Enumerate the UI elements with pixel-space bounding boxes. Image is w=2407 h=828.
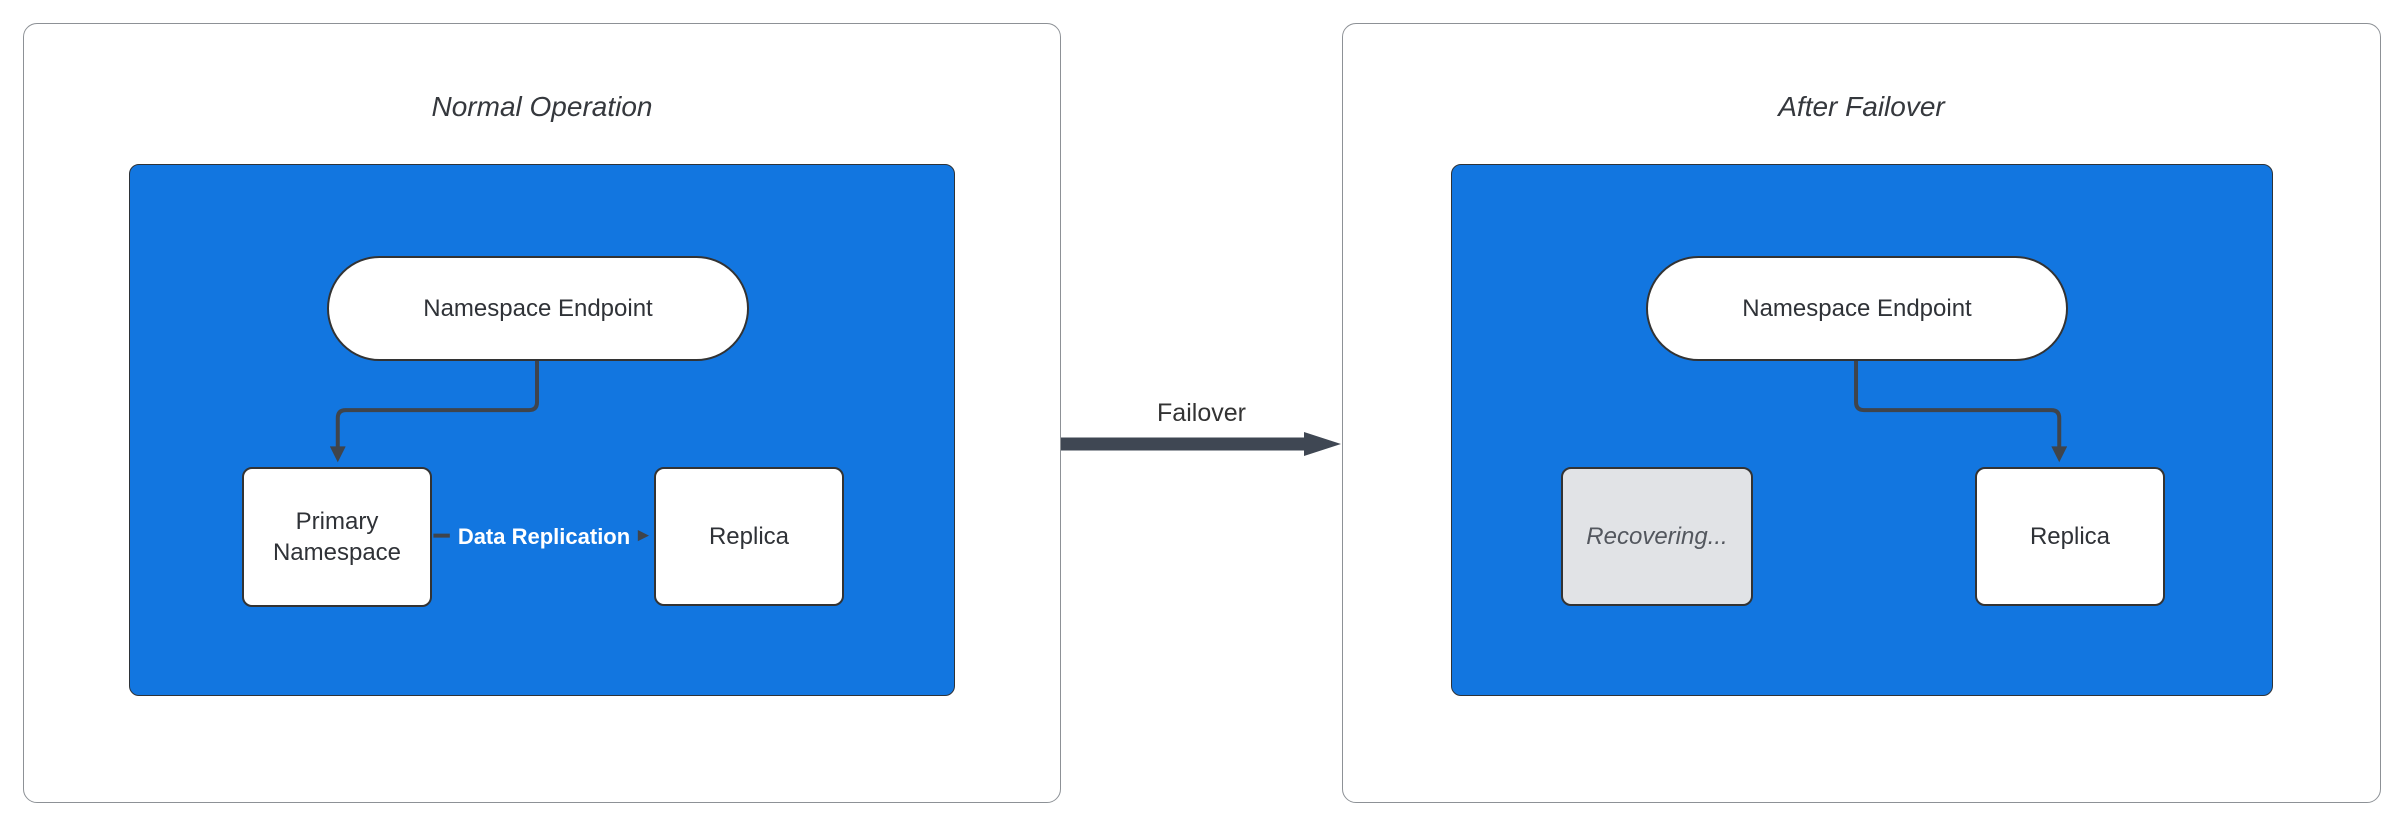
edges-normal-operation — [329, 360, 649, 544]
panel-after-failover: After Failover Namespace Endpoint Recove… — [1342, 23, 2381, 803]
node-primary-namespace-label: Primary Namespace — [272, 508, 402, 566]
edges-after-failover — [1854, 360, 2068, 463]
node-recovering: Recovering... — [1561, 467, 1753, 606]
node-namespace-endpoint-label: Namespace Endpoint — [423, 295, 653, 322]
edge-label-data-replication: Data Replication — [449, 522, 639, 552]
node-replica-normal: Replica — [654, 467, 844, 606]
panel-title-after-failover: After Failover — [1778, 91, 1945, 122]
panel-title-normal-operation: Normal Operation — [431, 91, 653, 122]
node-replica-failover-label: Replica — [2029, 523, 2111, 550]
node-primary-namespace: Primary Namespace — [242, 467, 432, 607]
node-replica-failover: Replica — [1975, 467, 2165, 606]
failover-arrow-icon — [1061, 432, 1341, 456]
panel-normal-operation: Normal Operation Namespace Endpoint Prim… — [23, 23, 1061, 803]
failover-label: Failover — [1157, 399, 1246, 427]
node-recovering-label: Recovering... — [1586, 523, 1728, 550]
failover-connector: Failover — [1061, 398, 1342, 460]
node-namespace-endpoint-failover-label: Namespace Endpoint — [1742, 295, 1972, 322]
node-namespace-endpoint-failover: Namespace Endpoint — [1646, 256, 2068, 361]
node-namespace-endpoint: Namespace Endpoint — [327, 256, 749, 361]
cluster-after-failover: Namespace Endpoint Recovering... Replica — [1451, 164, 2273, 696]
node-replica-normal-label: Replica — [708, 523, 790, 550]
edge-endpoint-to-primary — [329, 360, 540, 463]
cluster-normal-operation: Namespace Endpoint Primary Namespace Rep… — [129, 164, 955, 696]
edge-endpoint-to-replica — [1854, 360, 2068, 463]
